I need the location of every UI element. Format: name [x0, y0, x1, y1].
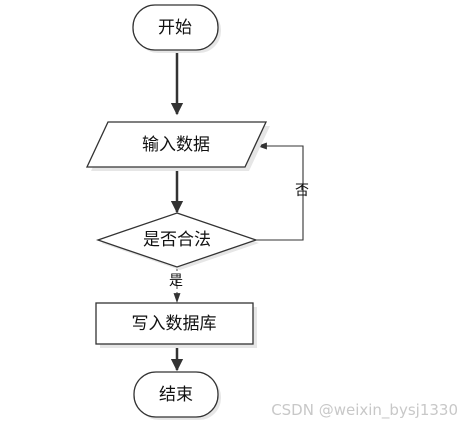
input-label: 输入数据: [142, 135, 210, 155]
watermark-text: CSDN @weixin_bysj1330: [271, 401, 458, 420]
edge-label-yes: 是: [169, 273, 183, 289]
end-node: 结束: [133, 371, 221, 420]
decision-label: 是否合法: [143, 230, 211, 250]
input-node: 输入数据: [85, 121, 270, 171]
edge-label-no: 否: [295, 183, 309, 199]
end-label: 结束: [159, 385, 193, 405]
write-node: 写入数据库: [95, 302, 257, 348]
decision-node: 是否合法: [95, 212, 259, 270]
edge-decision-no-loop: [256, 142, 304, 241]
write-label: 写入数据库: [132, 314, 217, 334]
start-label: 开始: [158, 18, 192, 38]
start-node: 开始: [132, 4, 221, 53]
